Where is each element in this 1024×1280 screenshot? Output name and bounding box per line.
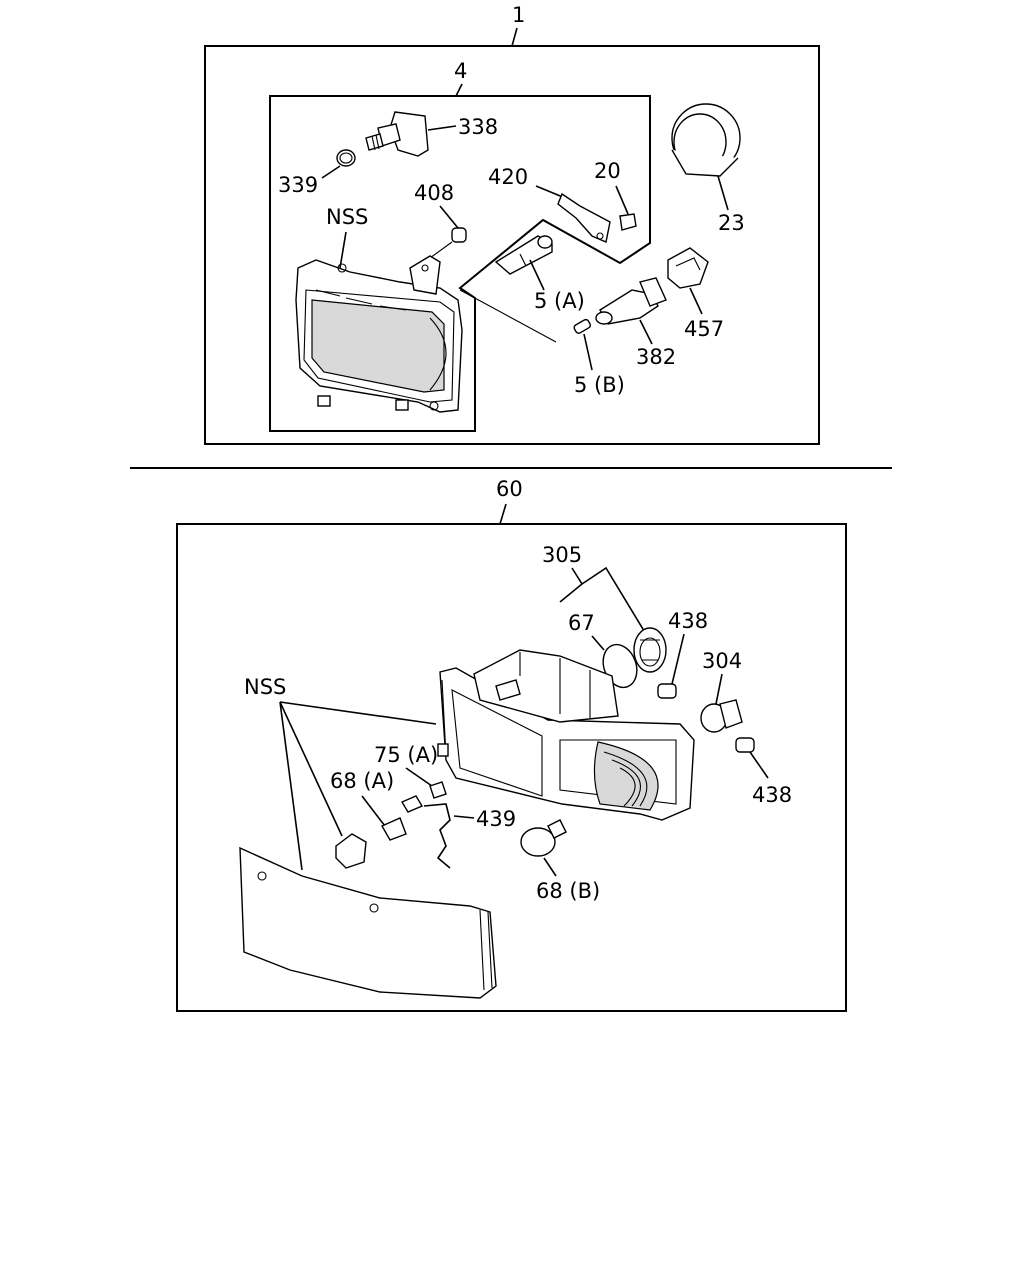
leader-439 (453, 815, 475, 819)
label-67: 67 (568, 611, 595, 635)
socket-408-link (429, 241, 453, 259)
label-75a: 75 (A) (374, 743, 438, 767)
label-338: 338 (458, 115, 498, 139)
link-5b (459, 289, 557, 343)
lower-assembly: 60 305 67 438 304 438 (176, 477, 847, 1012)
label-439: 439 (476, 807, 516, 831)
front-lens (239, 846, 497, 999)
label-nss-lower: NSS (244, 675, 286, 699)
bracket-420-hole (596, 232, 604, 240)
bulb-5a (494, 235, 553, 275)
leader-1 (511, 27, 518, 47)
bulb-68a (335, 795, 424, 869)
leader-438-b (749, 751, 769, 779)
leader-438-a (671, 633, 685, 685)
leader-20 (615, 185, 629, 215)
socket-457 (667, 247, 709, 289)
leader-60 (499, 503, 507, 525)
switch-part-338 (365, 111, 429, 157)
leader-457 (689, 287, 703, 315)
leader-5a (529, 259, 545, 291)
plug-438-b (735, 737, 755, 753)
leader-304 (715, 673, 723, 705)
socket-304 (700, 699, 743, 733)
retaining-ring-23 (671, 103, 741, 177)
plug-438-a (657, 683, 677, 699)
leader-nss-upper (339, 231, 347, 269)
leader-4 (455, 83, 463, 97)
leader-338 (427, 125, 457, 131)
leader-305 (559, 566, 653, 645)
label-457: 457 (684, 317, 724, 341)
label-5b: 5 (B) (574, 373, 625, 397)
leader-382 (639, 319, 653, 345)
leader-68a (361, 795, 389, 831)
upper-inner-frame (269, 95, 651, 432)
label-68b: 68 (B) (536, 879, 600, 903)
socket-305 (633, 627, 667, 673)
label-420: 420 (488, 165, 528, 189)
leader-67 (591, 635, 605, 651)
leader-339 (321, 165, 341, 179)
upper-assembly: 1 4 338 339 408 NSS (204, 3, 820, 445)
label-20: 20 (594, 159, 621, 183)
screw-75a (429, 781, 447, 799)
label-5a: 5 (A) (534, 289, 585, 313)
screw-20 (619, 213, 637, 231)
callout-1: 1 (512, 3, 525, 27)
callout-4: 4 (454, 59, 467, 83)
callout-60: 60 (496, 477, 523, 501)
bulb-5b (573, 318, 592, 334)
label-304: 304 (702, 649, 742, 673)
socket-408 (451, 227, 467, 243)
bulb-382 (595, 277, 667, 325)
leader-68b (543, 857, 557, 877)
label-339: 339 (278, 173, 318, 197)
label-nss-upper: NSS (326, 205, 368, 229)
headlamp-unit-upper (295, 255, 463, 413)
label-408: 408 (414, 181, 454, 205)
label-23: 23 (718, 211, 745, 235)
bulb-68b (520, 819, 567, 857)
label-382: 382 (636, 345, 676, 369)
leader-75a (405, 767, 433, 787)
harness-439 (423, 803, 451, 869)
leader-23 (717, 175, 729, 211)
label-438-b: 438 (752, 783, 792, 807)
label-68a: 68 (A) (330, 769, 394, 793)
upper-outer-frame (204, 45, 820, 445)
o-ring-339-inner (339, 152, 353, 164)
label-305: 305 (542, 543, 582, 567)
leader-408 (439, 205, 459, 229)
leader-5b (583, 333, 593, 371)
lamp-housing-lower (437, 649, 695, 821)
label-438-a: 438 (668, 609, 708, 633)
leader-nss-lower (279, 701, 437, 871)
lower-outer-frame (176, 523, 847, 1012)
